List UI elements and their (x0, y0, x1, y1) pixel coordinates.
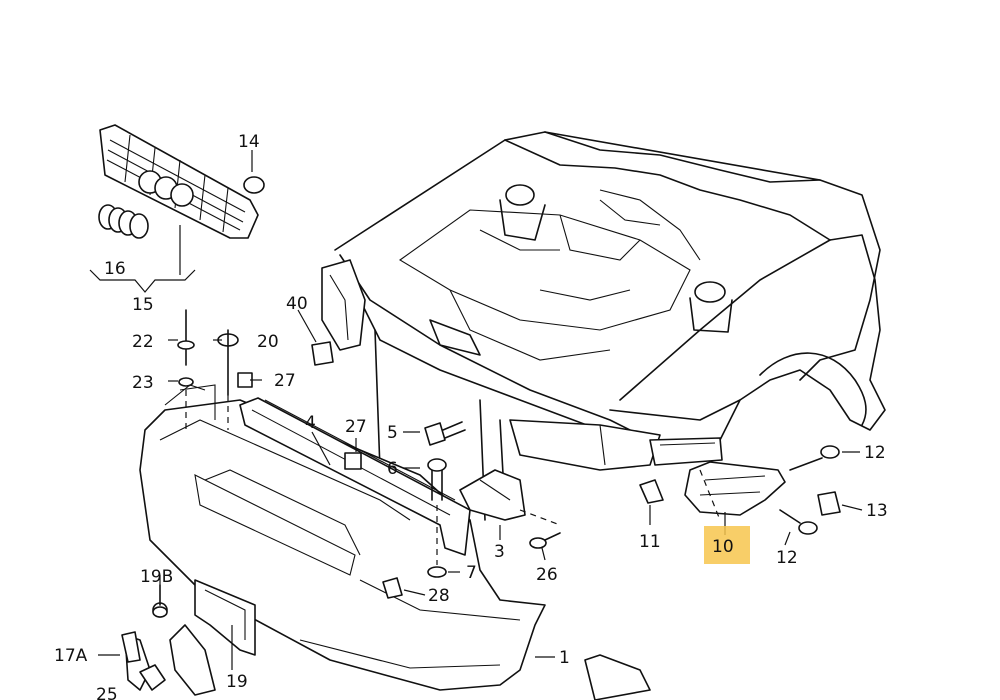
clip-27-upper (237, 372, 253, 388)
callout-6: 6 (387, 459, 398, 479)
callout-bracket-15 (89, 269, 196, 293)
callout-labels: 1 3 4 5 6 7 10 11 12 12 13 14 15 16 17A … (54, 132, 888, 700)
callout-40: 40 (286, 294, 308, 314)
callout-3: 3 (494, 542, 505, 562)
license-plate-bracket (194, 579, 256, 670)
callout-25: 25 (96, 685, 118, 700)
part-17a (121, 631, 141, 663)
callout-28: 28 (428, 586, 450, 606)
highlight-box (704, 526, 750, 564)
car-body (321, 131, 886, 521)
clip-27-lower (344, 452, 362, 470)
radiator-grille (99, 124, 259, 239)
callout-11: 11 (639, 532, 661, 552)
bolt-20 (217, 329, 239, 430)
callout-20: 20 (257, 332, 279, 352)
lower-trim-pieces (124, 602, 651, 700)
callout-13: 13 (866, 501, 888, 521)
callout-27-lower: 27 (345, 417, 367, 437)
part-40 (311, 341, 334, 366)
callout-16: 16 (104, 259, 126, 279)
nut-7 (427, 566, 447, 578)
clip-11 (639, 479, 664, 504)
callout-5: 5 (387, 423, 398, 443)
callout-12-upper: 12 (864, 443, 886, 463)
emblem-cap (243, 150, 265, 194)
callout-26: 26 (536, 565, 558, 585)
callout-19b: 19B (140, 567, 173, 587)
callout-23: 23 (132, 373, 154, 393)
bolt-12-upper (789, 445, 840, 471)
nut-13 (817, 491, 841, 516)
callout-4: 4 (305, 413, 316, 433)
callout-17a: 17A (54, 646, 88, 666)
screw-19b (152, 584, 168, 618)
callout-22: 22 (132, 332, 154, 352)
stud-22-23 (177, 309, 195, 430)
clip-28 (382, 577, 403, 599)
callout-7: 7 (466, 563, 477, 583)
callout-27-upper: 27 (274, 371, 296, 391)
callout-15: 15 (132, 295, 154, 315)
bolt-12-lower (779, 509, 818, 535)
callout-10: 10 (712, 537, 734, 557)
callout-14: 14 (238, 132, 260, 152)
bolt-26 (529, 532, 561, 549)
bracket-3 (459, 469, 561, 526)
bolt-5 (424, 421, 466, 446)
bolt-6 (427, 458, 447, 565)
callout-19: 19 (226, 672, 248, 692)
bumper-guide-bracket (649, 437, 786, 521)
callout-12-lower: 12 (776, 548, 798, 568)
callout-1: 1 (559, 648, 570, 668)
badge-rings (98, 204, 149, 239)
